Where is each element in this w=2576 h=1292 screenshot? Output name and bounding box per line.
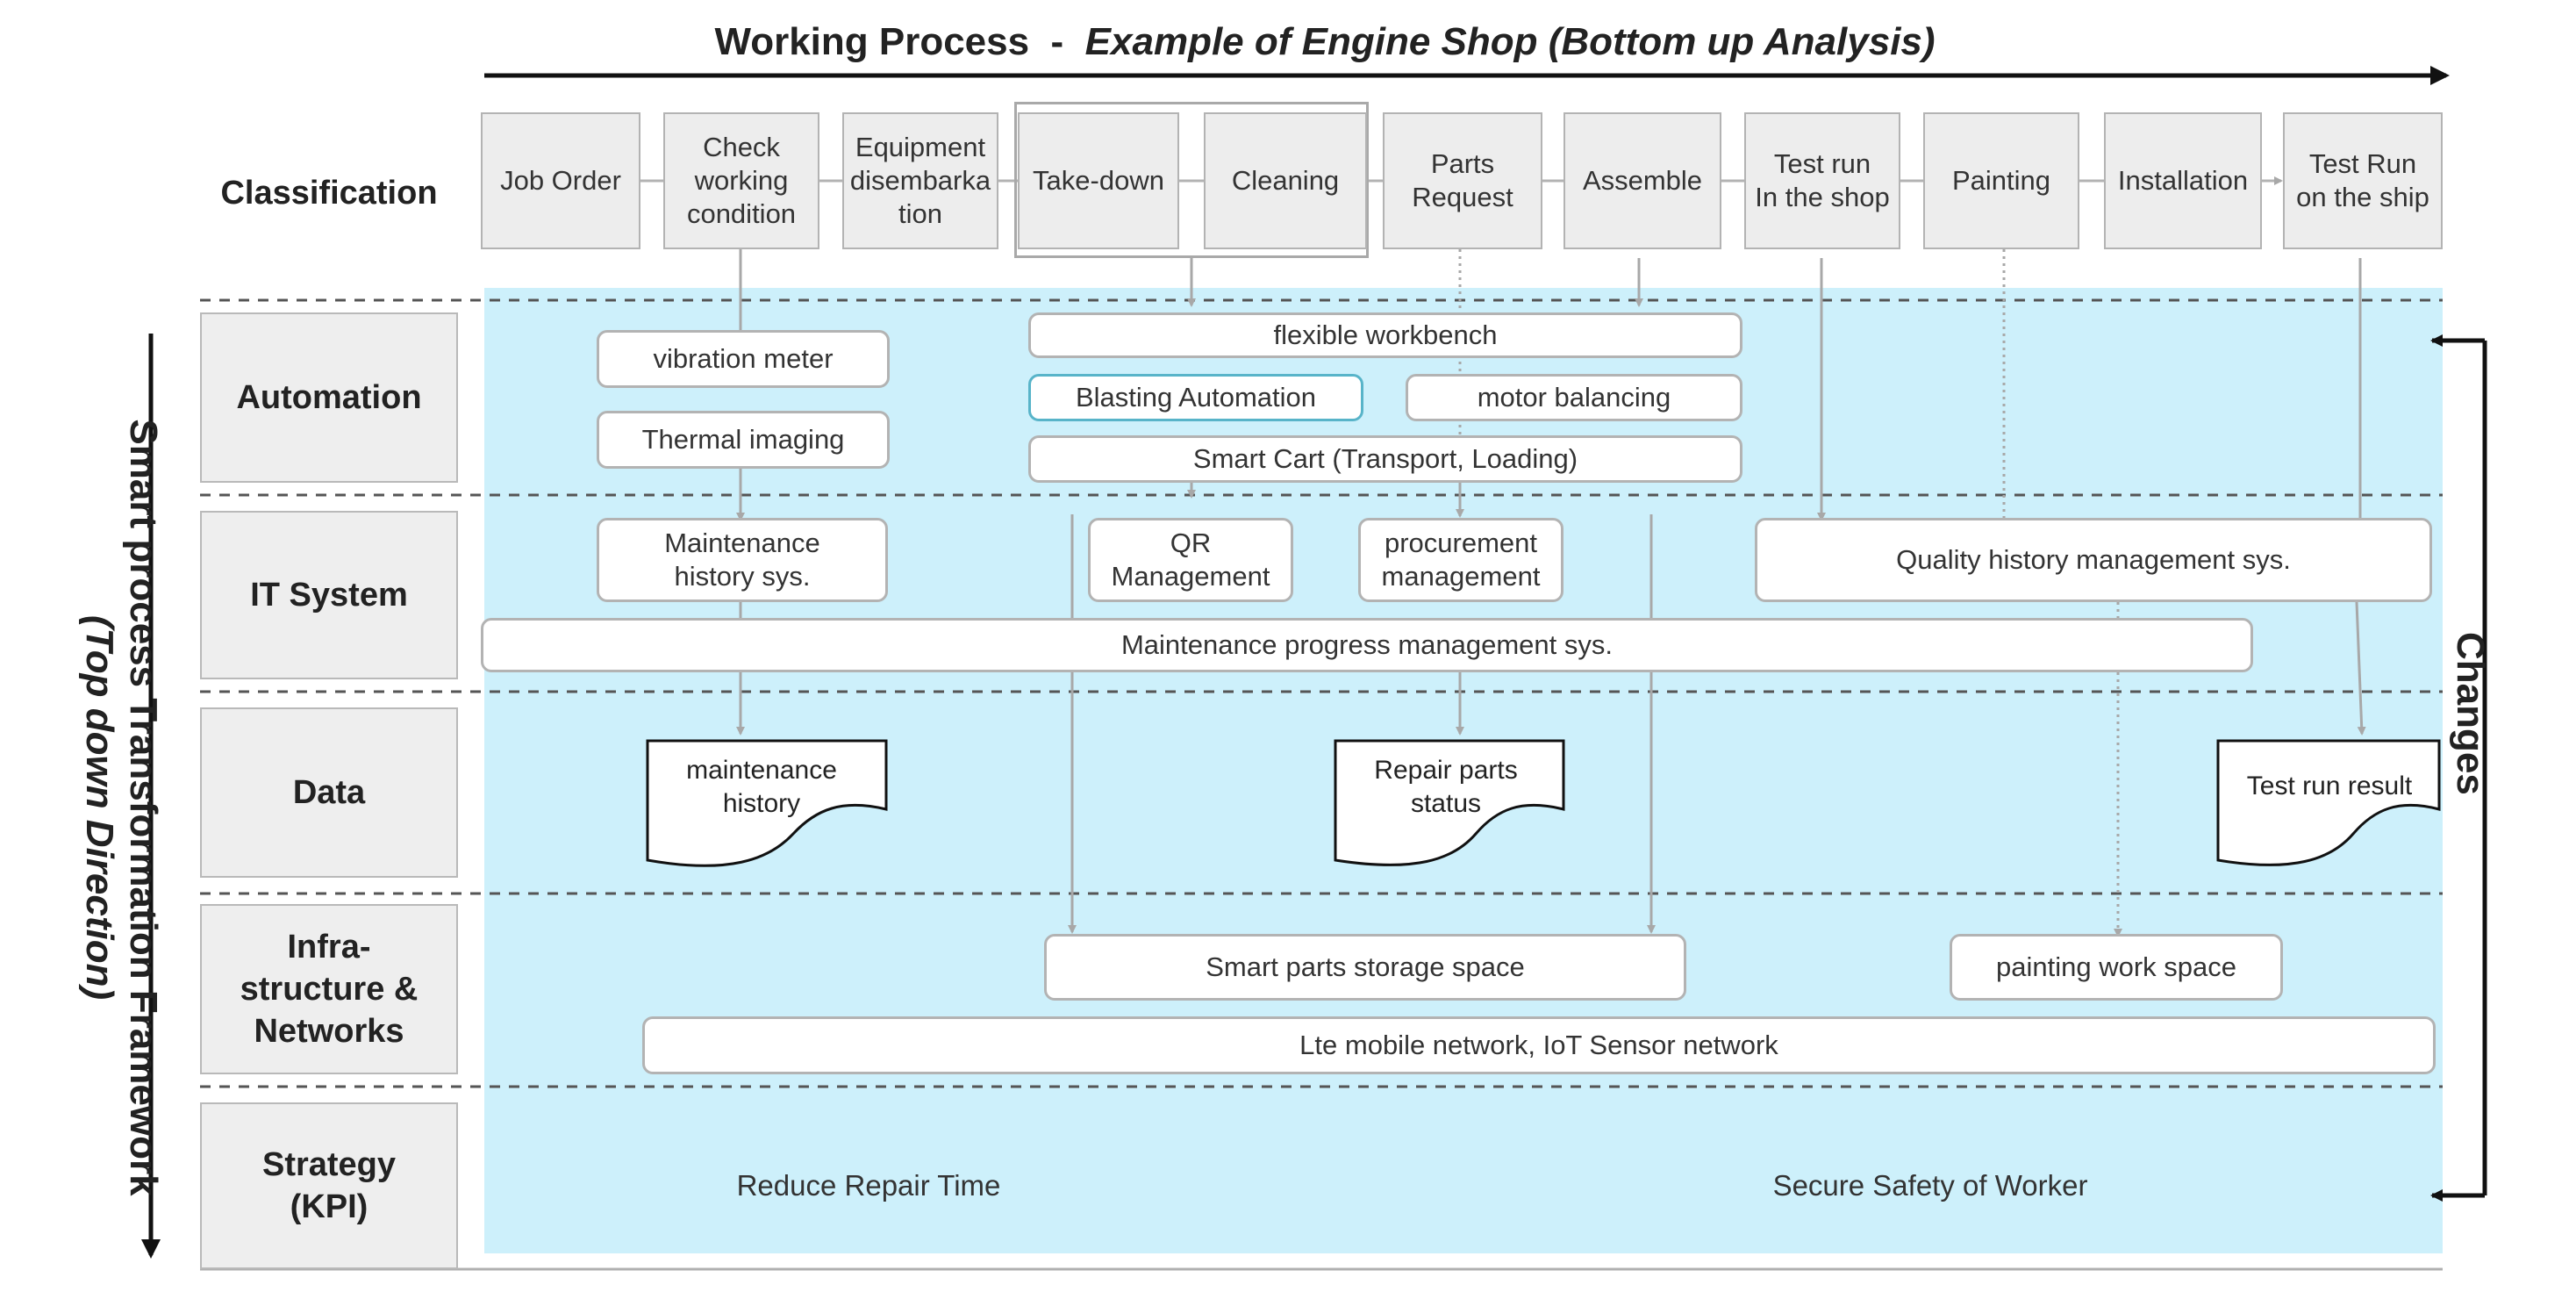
smart-cart-box: Smart Cart (Transport, Loading) [1028, 435, 1742, 483]
side-label-framework: Smart process Transformation Framework (… [68, 369, 165, 1246]
row-label-infrastructure: Infra-structure &Networks [200, 904, 458, 1074]
diagram-title: Working Process - Example of Engine Shop… [491, 7, 2158, 77]
doc-test-run-result [2216, 739, 2441, 866]
network-box: Lte mobile network, IoT Sensor network [642, 1016, 2436, 1074]
title-subtitle: Example of Engine Shop (Bottom up Analys… [1084, 20, 1936, 63]
doc-label-test-run-result: Test run result [2246, 772, 2413, 800]
title-dash: - [1050, 20, 1064, 63]
step-label: Assemble [1582, 165, 1703, 196]
row-label-strategy: Strategy(KPI) [200, 1102, 458, 1269]
doc-repair-parts-status [1334, 739, 1565, 866]
step-cleaning: Cleaning [1204, 112, 1367, 249]
side-label-changes: Changes [2449, 632, 2492, 795]
maintenance-progress-sys-box: Maintenance progress management sys. [481, 618, 2253, 672]
blasting-automation-box: Blasting Automation [1028, 374, 1363, 421]
document-shapes [646, 739, 2441, 867]
step-label: Take-down [1033, 165, 1164, 196]
row-label-data: Data [200, 707, 458, 878]
step-painting: Painting [1923, 112, 2079, 249]
painting-work-space-box: painting work space [1950, 934, 2283, 1001]
row-label-automation: Automation [200, 312, 458, 483]
kpi-reduce-repair-time: Reduce Repair Time [736, 1169, 1001, 1202]
step-installation: Installation [2104, 112, 2262, 249]
step-job-order: Job Order [481, 112, 640, 249]
side-label-line2: (Top down Direction) [78, 614, 121, 1001]
row-label-classification: Classification [220, 174, 438, 212]
takedown-cleaning-group [1014, 102, 1369, 258]
thermal-imaging-box: Thermal imaging [597, 411, 890, 469]
doc-maintenance-history [646, 739, 888, 867]
row-separators [200, 298, 2443, 1088]
side-label-line1: Smart process Transformation Framework [122, 419, 165, 1196]
title-main: Working Process [714, 20, 1030, 63]
step-take-down: Take-down [1018, 112, 1179, 249]
step-label: Cleaning [1231, 165, 1340, 196]
smart-parts-storage-box: Smart parts storage space [1044, 934, 1686, 1001]
motor-balancing-box: motor balancing [1406, 374, 1742, 421]
step-label: Installation [2117, 165, 2249, 196]
row-label-it-system: IT System [200, 511, 458, 679]
step-assemble: Assemble [1563, 112, 1721, 249]
flexible-workbench-box: flexible workbench [1028, 312, 1742, 358]
quality-history-sys-box: Quality history management sys. [1755, 518, 2432, 602]
step-label: Job Order [500, 165, 621, 196]
kpi-secure-safety: Secure Safety of Worker [1772, 1169, 2088, 1202]
step-label: Painting [1951, 165, 2051, 196]
vibration-meter-box: vibration meter [597, 330, 890, 388]
